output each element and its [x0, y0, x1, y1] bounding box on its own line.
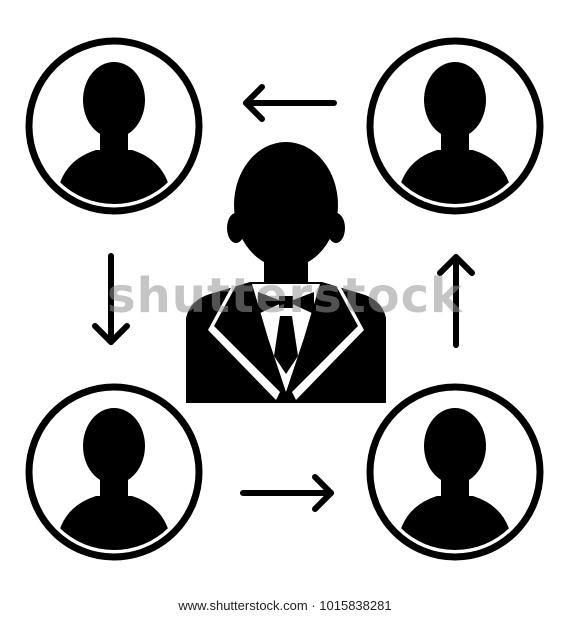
watermark-text: shutterstock [107, 268, 463, 324]
avatar-top-right-icon [366, 37, 544, 215]
businessman-center-icon [186, 142, 386, 403]
arrow-down-icon [92, 253, 130, 345]
arrow-up-icon [437, 254, 475, 348]
footer-caption: www.shutterstock.com · 1015838281 [0, 592, 570, 620]
avatar-bottom-right-icon [366, 383, 544, 561]
avatar-top-left-icon [25, 37, 203, 215]
arrow-right-icon [240, 474, 334, 512]
avatar-bottom-left-icon [25, 383, 203, 561]
arrow-left-icon [243, 84, 337, 122]
